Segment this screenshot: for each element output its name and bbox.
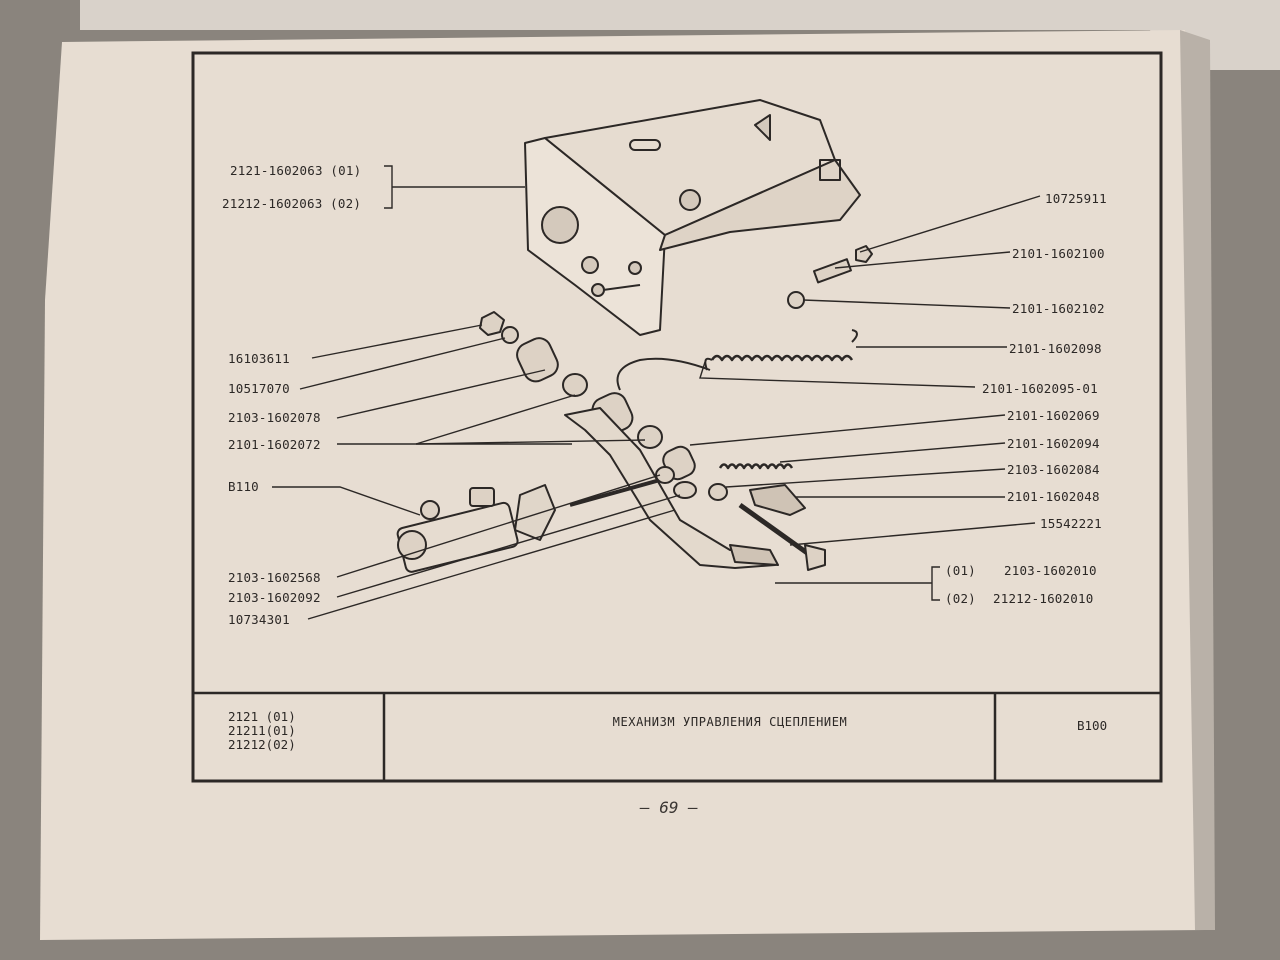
- label-right-4: 2101-1602098: [1009, 341, 1102, 356]
- label-right-8: 2103-1602084: [1007, 462, 1100, 477]
- paper-sheet: [40, 30, 1205, 940]
- drawing-code: B100: [1077, 718, 1108, 733]
- diagram-frame: [191, 51, 1163, 783]
- master-cylinder: [396, 484, 556, 573]
- pedal-pad: [749, 484, 806, 516]
- pedal-bracket: [524, 99, 861, 336]
- return-spring-lower: [718, 463, 794, 470]
- variant-code-1: (01): [945, 563, 976, 578]
- page-number: — 69 —: [640, 798, 698, 817]
- clutch-pedal: [564, 407, 779, 569]
- label-left-3: 16103611: [228, 351, 290, 366]
- label-right-7: 2101-1602094: [1007, 436, 1100, 451]
- label-left-2: 21212-1602063 (02): [222, 196, 362, 211]
- label-left-1: 2121-1602063 (01): [230, 163, 362, 178]
- variant-part-2: 21212-1602010: [993, 591, 1094, 606]
- label-left-7: B110: [228, 479, 259, 494]
- label-right-1: 10725911: [1045, 191, 1107, 206]
- variant-code-2: (02): [945, 591, 976, 606]
- label-right-2: 2101-1602100: [1012, 246, 1105, 261]
- label-left-5: 2103-1602078: [228, 410, 321, 425]
- label-right-9: 2101-1602048: [1007, 489, 1100, 504]
- label-left-6: 2101-1602072: [228, 437, 321, 452]
- label-left-8: 2103-1602568: [228, 570, 321, 585]
- label-left-9: 2103-1602092: [228, 590, 321, 605]
- pivot-rod: [569, 478, 661, 507]
- drawing-title: МЕХАНИЗМ УПРАВЛЕНИЯ СЦЕПЛЕНИЕМ: [612, 715, 848, 729]
- label-right-10: 15542221: [1040, 516, 1102, 531]
- model-line-3: 21212(02): [228, 737, 296, 752]
- label-right-5: 2101-1602095-01: [982, 381, 1098, 396]
- long-bolt: [738, 502, 826, 571]
- model-line-1: 2121 (01): [228, 709, 296, 724]
- variant-part-1: 2103-1602010: [1004, 563, 1097, 578]
- model-line-2: 21211(01): [228, 723, 296, 738]
- label-right-6: 2101-1602069: [1007, 408, 1100, 423]
- label-right-3: 2101-1602102: [1012, 301, 1105, 316]
- label-left-4: 10517070: [228, 381, 290, 396]
- label-left-10: 10734301: [228, 612, 290, 627]
- wire-clip: [616, 357, 711, 391]
- underlying-page: [80, 0, 1280, 70]
